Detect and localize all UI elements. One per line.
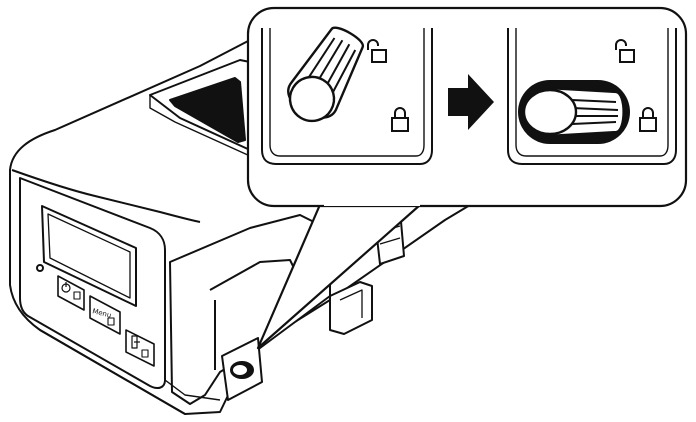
- step-panel-locked: [261, 26, 433, 165]
- step-panel-rotated: [507, 28, 677, 165]
- lcd-display: [41, 205, 137, 307]
- feed-icon: [131, 335, 140, 349]
- power-icon: [61, 282, 71, 293]
- front-buttons: Menu: [57, 275, 155, 367]
- side-panel: [169, 214, 331, 405]
- latch-knob-vertical: [287, 26, 364, 123]
- printer-top-edge: [11, 169, 201, 223]
- latch-knob-horizontal: [522, 86, 625, 138]
- status-led: [36, 264, 44, 272]
- callout-box: [246, 6, 688, 208]
- printer-latch-switch: [221, 337, 263, 401]
- arrow-right-icon: [448, 74, 494, 130]
- paper-slot: [169, 77, 246, 143]
